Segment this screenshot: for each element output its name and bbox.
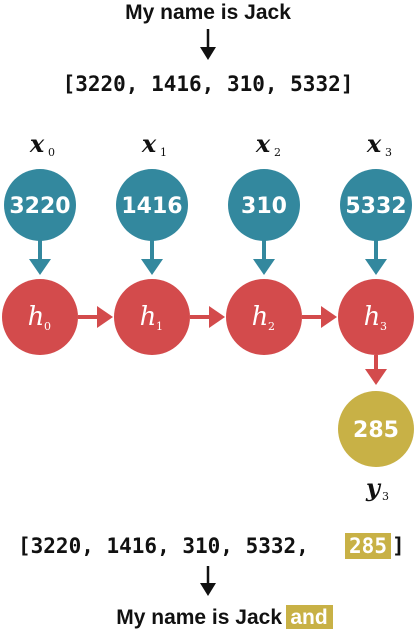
right-arrow-icon: [190, 306, 225, 328]
hidden-var-0: h: [28, 302, 45, 332]
input-to-hidden-arrow-2: [253, 240, 275, 275]
hidden-var-1: h: [140, 302, 157, 332]
input-sub-1: 1: [160, 146, 167, 159]
hidden-node-0: h 0: [2, 279, 78, 355]
right-arrow-icon: [302, 306, 337, 328]
output-var: y: [365, 473, 382, 502]
hidden-node-3: h 3: [338, 279, 414, 355]
hidden-var-2: h: [252, 302, 269, 332]
input-sentence: My name is Jack: [125, 1, 291, 24]
input-var-2: x: [255, 129, 271, 158]
output-ids-suffix: ]: [392, 534, 405, 558]
input-value-2: 310: [241, 194, 287, 219]
input-var-3: x: [366, 129, 382, 158]
output-node: 285: [338, 391, 414, 467]
input-label-1: x 1: [141, 129, 167, 159]
down-arrow-icon: [200, 566, 216, 596]
token-ids: [3220, 1416, 310, 5332]: [63, 72, 354, 96]
input-node-3: 5332: [340, 169, 412, 241]
down-arrow-icon: [200, 29, 216, 60]
input-node-0: 3220: [4, 169, 76, 241]
input-var-0: x: [29, 129, 45, 158]
input-to-hidden-arrow-1: [141, 240, 163, 275]
output-word-highlight: [286, 605, 333, 629]
output-sentence: My name is Jack and: [116, 605, 333, 629]
hidden-sub-3: 3: [380, 320, 387, 333]
output-sentence-prefix: My name is Jack: [116, 606, 282, 629]
input-value-1: 1416: [121, 194, 182, 219]
input-value-0: 3220: [9, 194, 70, 219]
input-node-2: 310: [228, 169, 300, 241]
input-label-2: x 2: [255, 129, 281, 159]
output-ids-new: 285: [349, 534, 387, 558]
output-token-ids: [3220, 1416, 310, 5332, 285 ]: [18, 533, 405, 559]
hidden-node-2: h 2: [226, 279, 302, 355]
right-arrow-icon: [78, 306, 113, 328]
input-sub-0: 0: [48, 146, 55, 159]
input-to-hidden-arrow-3: [365, 240, 387, 275]
hidden-to-output-arrow: [365, 355, 387, 385]
input-var-1: x: [141, 129, 157, 158]
hidden-var-3: h: [364, 302, 381, 332]
output-label: y 3: [365, 473, 389, 503]
input-node-1: 1416: [116, 169, 188, 241]
input-sub-3: 3: [385, 146, 392, 159]
input-to-hidden-arrow-0: [29, 240, 51, 275]
hidden-sub-0: 0: [44, 320, 51, 333]
input-value-3: 5332: [345, 194, 406, 219]
input-label-3: x 3: [366, 129, 392, 159]
hidden-node-1: h 1: [114, 279, 190, 355]
output-sentence-new: and: [290, 606, 327, 629]
output-id-highlight: [345, 533, 391, 559]
input-sub-2: 2: [274, 146, 281, 159]
input-label-0: x 0: [29, 129, 55, 159]
hidden-sub-1: 1: [156, 320, 163, 333]
hidden-sub-2: 2: [268, 320, 275, 333]
output-ids-prefix: [3220, 1416, 310, 5332,: [18, 534, 309, 558]
output-value: 285: [353, 418, 399, 443]
output-sub: 3: [382, 490, 389, 503]
